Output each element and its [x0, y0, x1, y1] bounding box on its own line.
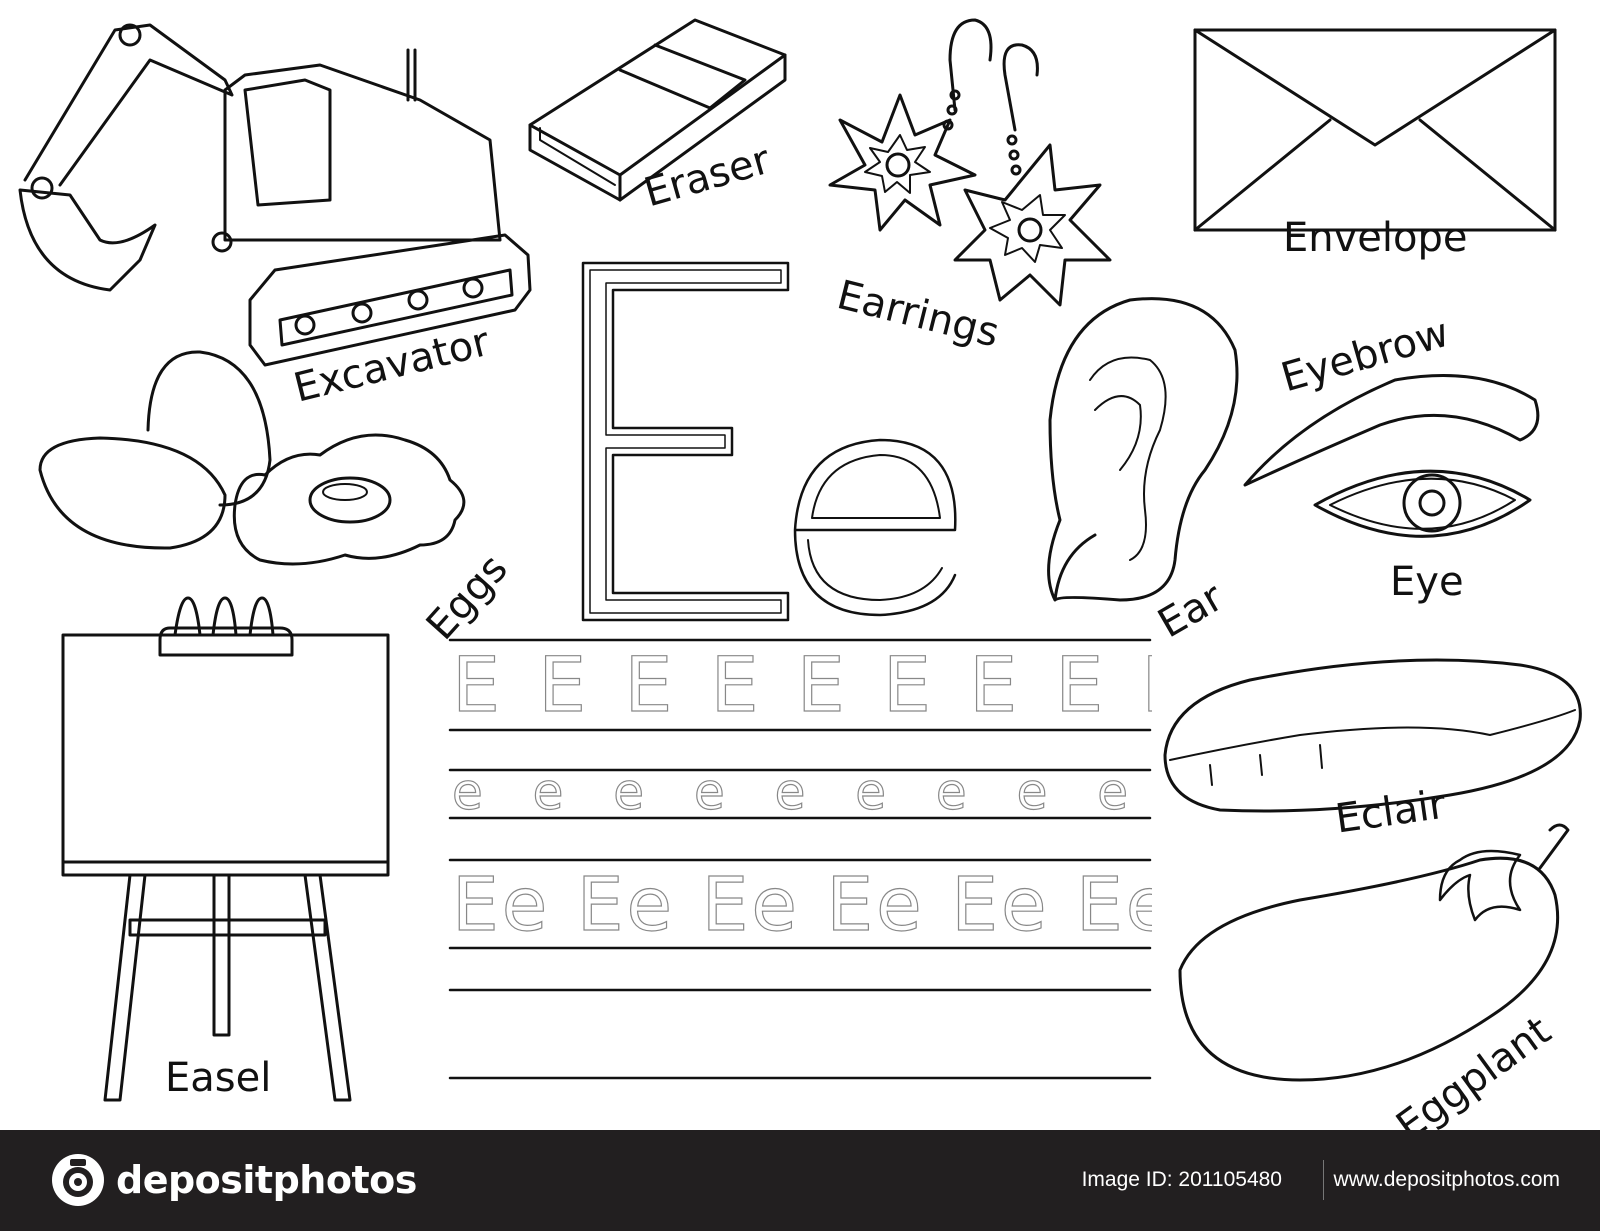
trace-row-lower: e e e e e e e e e e e	[452, 770, 1152, 818]
label-eye: Eye	[1390, 559, 1464, 605]
image-id: Image ID: 201105480	[1081, 1168, 1282, 1191]
eclair-illustration	[1163, 658, 1582, 813]
camera-logo-icon	[52, 1154, 104, 1206]
easel-illustration	[61, 596, 390, 1102]
brand-name: depositphotos	[116, 1158, 417, 1202]
trace-row-mixed: Ee Ee Ee Ee Ee Ee	[452, 861, 1152, 948]
excavator-illustration	[18, 23, 532, 367]
trace-row-upper: E E E E E E E E E E E	[452, 640, 1152, 730]
worksheet: E E E E E E E E E E E e e e e e e e e e …	[18, 18, 1582, 1150]
envelope-illustration	[1193, 28, 1557, 232]
eggs-illustration	[38, 350, 466, 566]
big-letter-outlines	[581, 261, 957, 622]
label-envelope: Envelope	[1283, 215, 1468, 261]
ear-illustration	[1047, 297, 1239, 602]
footer-divider	[1323, 1160, 1324, 1200]
eyebrow-illustration	[1243, 374, 1540, 487]
illustrations	[18, 18, 1582, 1102]
site-url[interactable]: www.depositphotos.com	[1333, 1168, 1560, 1191]
eye-illustration	[1313, 469, 1532, 538]
earrings-illustration	[828, 18, 1112, 307]
tracing-lines	[448, 638, 1152, 1080]
eggplant-illustration	[1178, 823, 1570, 1082]
label-easel: Easel	[165, 1055, 272, 1101]
eraser-illustration	[528, 18, 787, 202]
footer-bar: depositphotos Image ID: 201105480 www.de…	[0, 1130, 1600, 1231]
